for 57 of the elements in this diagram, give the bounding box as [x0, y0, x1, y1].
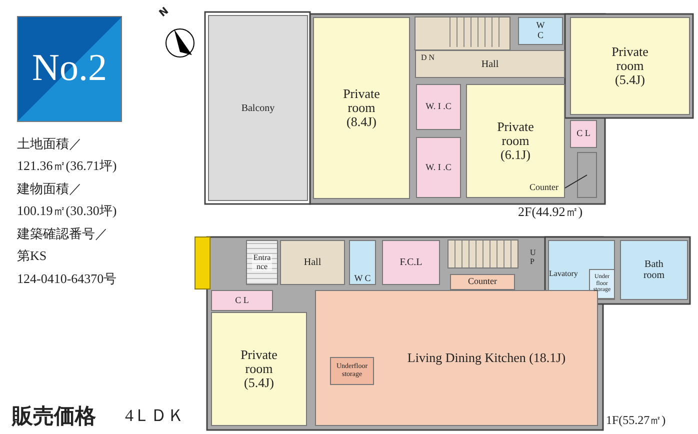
room — [313, 17, 410, 199]
area-text: 土地面積／ — [17, 135, 82, 153]
room-label: Bath room — [642, 259, 666, 281]
room-label: Private room (8.4J) — [342, 86, 381, 130]
room-label: W. I .C — [426, 102, 452, 112]
room-label: Hall — [481, 58, 499, 70]
room — [211, 312, 307, 426]
area-text: 建物面積／ — [17, 180, 82, 198]
leader-line — [564, 174, 588, 188]
room-label: C L — [235, 296, 249, 306]
room-label: F.C.L — [400, 257, 422, 268]
toilet-room — [349, 240, 376, 285]
toilet-room — [518, 17, 563, 45]
room-label: Private room (5.4J) — [610, 44, 650, 88]
room-label: W. I .C — [426, 162, 452, 172]
room-label: Entrance — [252, 254, 272, 272]
room-label: Balcony — [241, 102, 275, 114]
floor-area-text: 1F(55.27㎡) — [606, 412, 666, 429]
closet — [416, 137, 461, 198]
bathroom — [620, 240, 688, 300]
compass-letter: N — [157, 6, 171, 20]
area-text: 121.36㎡(36.71坪) — [17, 157, 117, 175]
closet — [211, 290, 273, 311]
room-label: Lavatory — [549, 270, 578, 278]
closet — [416, 84, 461, 130]
area-text: 100.19㎡(30.30坪) — [17, 202, 117, 220]
counter-area — [577, 152, 597, 198]
storage-hatch — [330, 357, 374, 385]
permit-text: 建築確認番号／ — [17, 225, 108, 243]
closet — [382, 240, 440, 285]
room-label: C L — [576, 129, 590, 139]
room-label: Private room (5.4J) — [240, 348, 278, 390]
hall-area — [280, 240, 345, 285]
badge-number: No.2 — [32, 48, 107, 90]
price-heading: 販売価格 — [12, 403, 96, 430]
room-label: W C — [353, 274, 372, 284]
balcony-area — [208, 15, 308, 201]
stair-direction: D N — [421, 53, 435, 62]
counter-label: Counter — [530, 183, 558, 193]
floor-area-text: 2F(44.92㎡) — [518, 203, 583, 221]
room-label: Private room (6.1J) — [496, 120, 535, 162]
entrance-area — [246, 240, 278, 285]
stair-direction: U P — [530, 248, 537, 266]
storage-hatch — [589, 269, 615, 299]
permit-text: 第KS — [17, 247, 47, 265]
room — [570, 17, 690, 115]
room-label: Counter — [468, 277, 497, 287]
permit-text: 124-0410-64370号 — [17, 270, 117, 288]
counter-box — [450, 274, 515, 290]
floor-plan-type: 4ＬＤＫ — [125, 405, 184, 427]
room — [466, 84, 565, 198]
hall-area — [415, 50, 565, 78]
number-badge — [17, 16, 122, 122]
room-label: Hall — [304, 257, 322, 268]
room-label: Living Dining Kitchen (18.1J) — [406, 350, 567, 366]
room-label: W C — [536, 21, 546, 41]
closet — [570, 120, 597, 148]
